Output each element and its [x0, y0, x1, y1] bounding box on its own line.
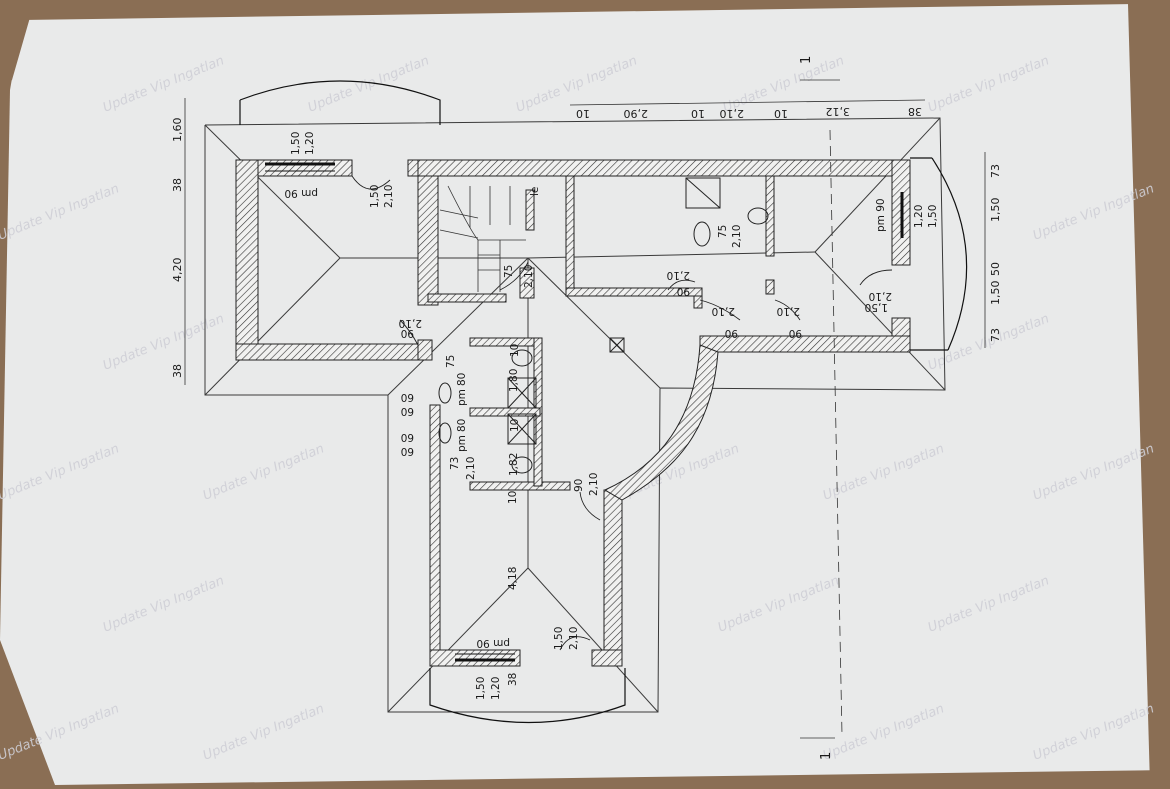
svg-text:2,10: 2,10 [383, 185, 395, 208]
svg-text:4,18: 4,18 [507, 567, 519, 590]
top-dim-3: 2,10 [720, 107, 745, 120]
svg-text:1,82: 1,82 [508, 453, 520, 476]
section-marker-bottom: 1 [819, 752, 834, 760]
roof-outline [204, 117, 946, 713]
right-dim-3: 1,50 [989, 281, 1002, 306]
svg-text:le: le [529, 187, 541, 196]
staircase [439, 185, 526, 292]
svg-text:1,50: 1,50 [927, 205, 939, 228]
svg-text:1,50: 1,50 [475, 677, 487, 700]
room-labels: pm 90 1,50 1,20 1,50 2,10 le 75 2,10 2,1… [284, 132, 939, 700]
svg-text:90: 90 [789, 327, 802, 339]
svg-text:60: 60 [401, 445, 414, 457]
top-dim-2: 10 [691, 107, 705, 120]
svg-text:1,20: 1,20 [913, 205, 925, 228]
svg-text:75: 75 [445, 355, 457, 368]
svg-text:38: 38 [507, 673, 519, 686]
dimension-lines [184, 79, 986, 739]
top-dimensions: 10 2,90 10 2,10 10 3,12 38 [576, 105, 922, 120]
top-dim-4: 10 [774, 107, 788, 120]
svg-text:10: 10 [509, 344, 521, 357]
right-dim-2: 50 [989, 262, 1002, 276]
svg-text:1,50: 1,50 [369, 185, 381, 208]
svg-text:75: 75 [717, 225, 729, 238]
left-dimensions: 1,60 38 4,20 38 [171, 118, 184, 379]
door-swings [351, 175, 893, 651]
svg-text:90: 90 [401, 327, 414, 339]
svg-text:75: 75 [503, 265, 515, 278]
top-dim-1: 2,90 [624, 107, 649, 120]
svg-text:2,10: 2,10 [399, 317, 422, 329]
svg-text:pm 90: pm 90 [476, 637, 510, 649]
svg-text:60: 60 [401, 405, 414, 417]
svg-text:90: 90 [573, 479, 585, 492]
sanitary-fixtures [438, 177, 769, 474]
svg-text:80: 80 [456, 419, 468, 432]
right-dim-4: 73 [989, 328, 1002, 342]
right-dim-0: 73 [989, 164, 1002, 178]
right-dim-1: 1,50 [989, 198, 1002, 223]
svg-text:pm: pm [456, 389, 468, 406]
svg-text:1,50: 1,50 [553, 627, 565, 650]
top-dim-6: 38 [908, 105, 922, 118]
svg-text:2,10: 2,10 [667, 269, 690, 281]
svg-text:10: 10 [507, 491, 519, 504]
svg-text:73: 73 [449, 457, 461, 470]
svg-text:2,10: 2,10 [869, 290, 892, 302]
svg-text:90: 90 [677, 285, 690, 297]
left-dim-2: 4,20 [171, 258, 184, 283]
left-dim-0: 1,60 [171, 118, 184, 143]
svg-text:2,10: 2,10 [731, 225, 743, 248]
svg-text:2,10: 2,10 [465, 457, 477, 480]
svg-text:10: 10 [509, 419, 521, 432]
svg-text:2,10: 2,10 [588, 473, 600, 496]
svg-text:60: 60 [401, 391, 414, 403]
windows [239, 80, 968, 724]
svg-text:2,10: 2,10 [777, 305, 800, 317]
svg-text:1,80: 1,80 [508, 369, 520, 392]
left-dim-3: 38 [171, 364, 184, 378]
svg-text:90: 90 [725, 327, 738, 339]
svg-text:2,10: 2,10 [523, 265, 535, 288]
top-dim-5: 3,12 [826, 105, 851, 118]
svg-text:1,50: 1,50 [290, 132, 302, 155]
svg-text:pm 90: pm 90 [284, 187, 318, 199]
svg-text:2,10: 2,10 [712, 305, 735, 317]
svg-text:1,20: 1,20 [304, 132, 316, 155]
right-dimensions: 73 1,50 50 1,50 73 [989, 164, 1002, 342]
svg-text:1,20: 1,20 [490, 677, 502, 700]
paper-sheet [0, 4, 1168, 785]
section-marker-top: 1 [799, 56, 814, 64]
svg-text:60: 60 [401, 431, 414, 443]
svg-text:2,10: 2,10 [568, 627, 580, 650]
walls [235, 159, 911, 667]
top-dim-0: 10 [576, 107, 590, 120]
svg-text:pm 90: pm 90 [875, 198, 887, 232]
svg-text:pm: pm [456, 435, 468, 452]
svg-text:80: 80 [456, 373, 468, 386]
left-dim-1: 38 [171, 178, 184, 192]
svg-text:1,50: 1,50 [865, 301, 888, 313]
